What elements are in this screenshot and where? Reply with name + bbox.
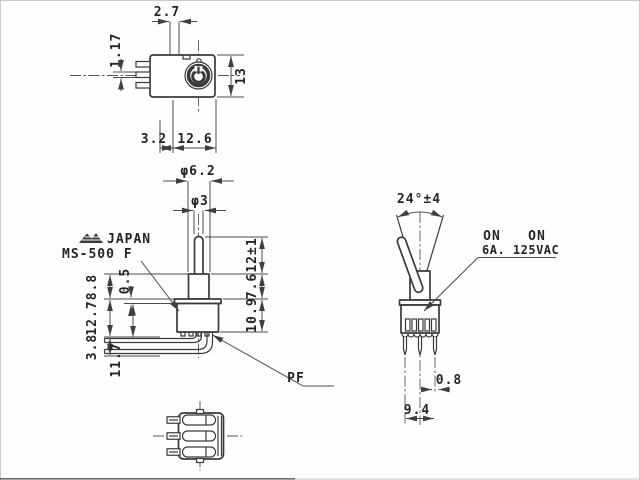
dim-body-depth-label: 13 <box>234 67 249 85</box>
dim-throw-angle-label: 24°±4 <box>397 192 441 207</box>
dim-terminal-length-label: 11.7 <box>109 342 124 377</box>
bottom-view <box>153 401 242 471</box>
side-body <box>176 302 220 333</box>
side-view: φ6.2 φ3 <box>62 164 334 387</box>
rating-callout: ON ON 6A. 125VAC <box>423 229 559 312</box>
side-body-teeth <box>180 332 210 337</box>
dim-lever-dia-label: φ3 <box>191 194 209 209</box>
on-left-label: ON <box>483 229 501 244</box>
dim-bushing-height-left-label: 8.8 <box>85 274 100 300</box>
side-view-bent-terminals <box>103 332 214 355</box>
dim-body-width-label: 12.6 <box>177 132 212 147</box>
dim-body-depth: 13 <box>217 54 249 98</box>
miyama-mountains-icon <box>79 233 103 243</box>
dim-edge-offset-and-width: 3.2 12.6 <box>141 99 217 153</box>
dim-edge-offset-label: 3.2 <box>141 132 167 147</box>
model-label: MS-500 F <box>62 247 133 262</box>
dim-terminal-drop-label: 3.8 <box>85 334 100 360</box>
top-view-toggle-circles <box>184 58 213 90</box>
side-view-switch-outline <box>173 235 222 337</box>
brand-name-label: JAPAN <box>107 232 151 247</box>
dim-lever-dia: φ3 <box>173 194 226 234</box>
dim-lever-offset-label: 2.7 <box>154 5 180 20</box>
dim-body-height-left-label: 12.7 <box>85 300 100 335</box>
side-bushing <box>187 273 210 300</box>
model-leader-line <box>140 260 180 312</box>
dim-terminal-width: 0.8 <box>421 373 462 393</box>
rating-label: 6A. 125VAC <box>482 243 559 257</box>
dim-terminal-span: 9.4 <box>404 403 434 422</box>
dim-bushing-dia-label: φ6.2 <box>180 164 215 179</box>
front-view: 24°±4 0.8 9.4 <box>395 192 559 425</box>
dim-lever-length-label: 12±1 <box>245 237 260 272</box>
dim-washer-thickness-label: 0.5 <box>118 268 133 294</box>
dim-lever-offset: 2.7 <box>152 5 197 54</box>
top-view: 2.7 1.17 13 3.2 12.6 <box>70 5 249 153</box>
front-body-scallops <box>401 333 439 338</box>
front-lever <box>396 236 424 294</box>
front-switch-outline <box>396 236 442 338</box>
pf-label: PF <box>287 371 305 386</box>
dim-terminal-length: 11.7 <box>109 304 136 378</box>
dim-terminal-thickness: 1.17 <box>109 33 136 91</box>
bottom-terminal-row-2 <box>166 430 217 442</box>
pf-callout: PF <box>212 334 334 387</box>
front-terminals <box>402 337 438 424</box>
dim-bushing-dia: φ6.2 <box>163 164 234 272</box>
on-right-label: ON <box>528 229 546 244</box>
dim-terminal-width-label: 0.8 <box>436 373 462 388</box>
dim-body-height-label: 10.9 <box>245 297 260 332</box>
dim-left-chain: 8.8 12.7 3.8 <box>85 273 190 360</box>
bottom-body <box>177 412 225 460</box>
dim-terminal-span-label: 9.4 <box>404 403 430 418</box>
bottom-terminal-row-1 <box>166 414 217 426</box>
side-lever <box>193 235 204 278</box>
dim-right-chain: 12±1 7.6 10.9 <box>205 236 268 333</box>
dim-washer-thickness: 0.5 <box>118 268 174 316</box>
dim-terminal-thickness-label: 1.17 <box>109 33 124 68</box>
dim-bushing-height-label: 7.6 <box>245 273 260 299</box>
bottom-terminal-row-3 <box>166 446 217 458</box>
dim-throw-angle: 24°±4 <box>397 192 443 218</box>
top-view-terminals <box>135 60 151 89</box>
brand-label: JAPAN MS-500 F <box>62 232 180 312</box>
